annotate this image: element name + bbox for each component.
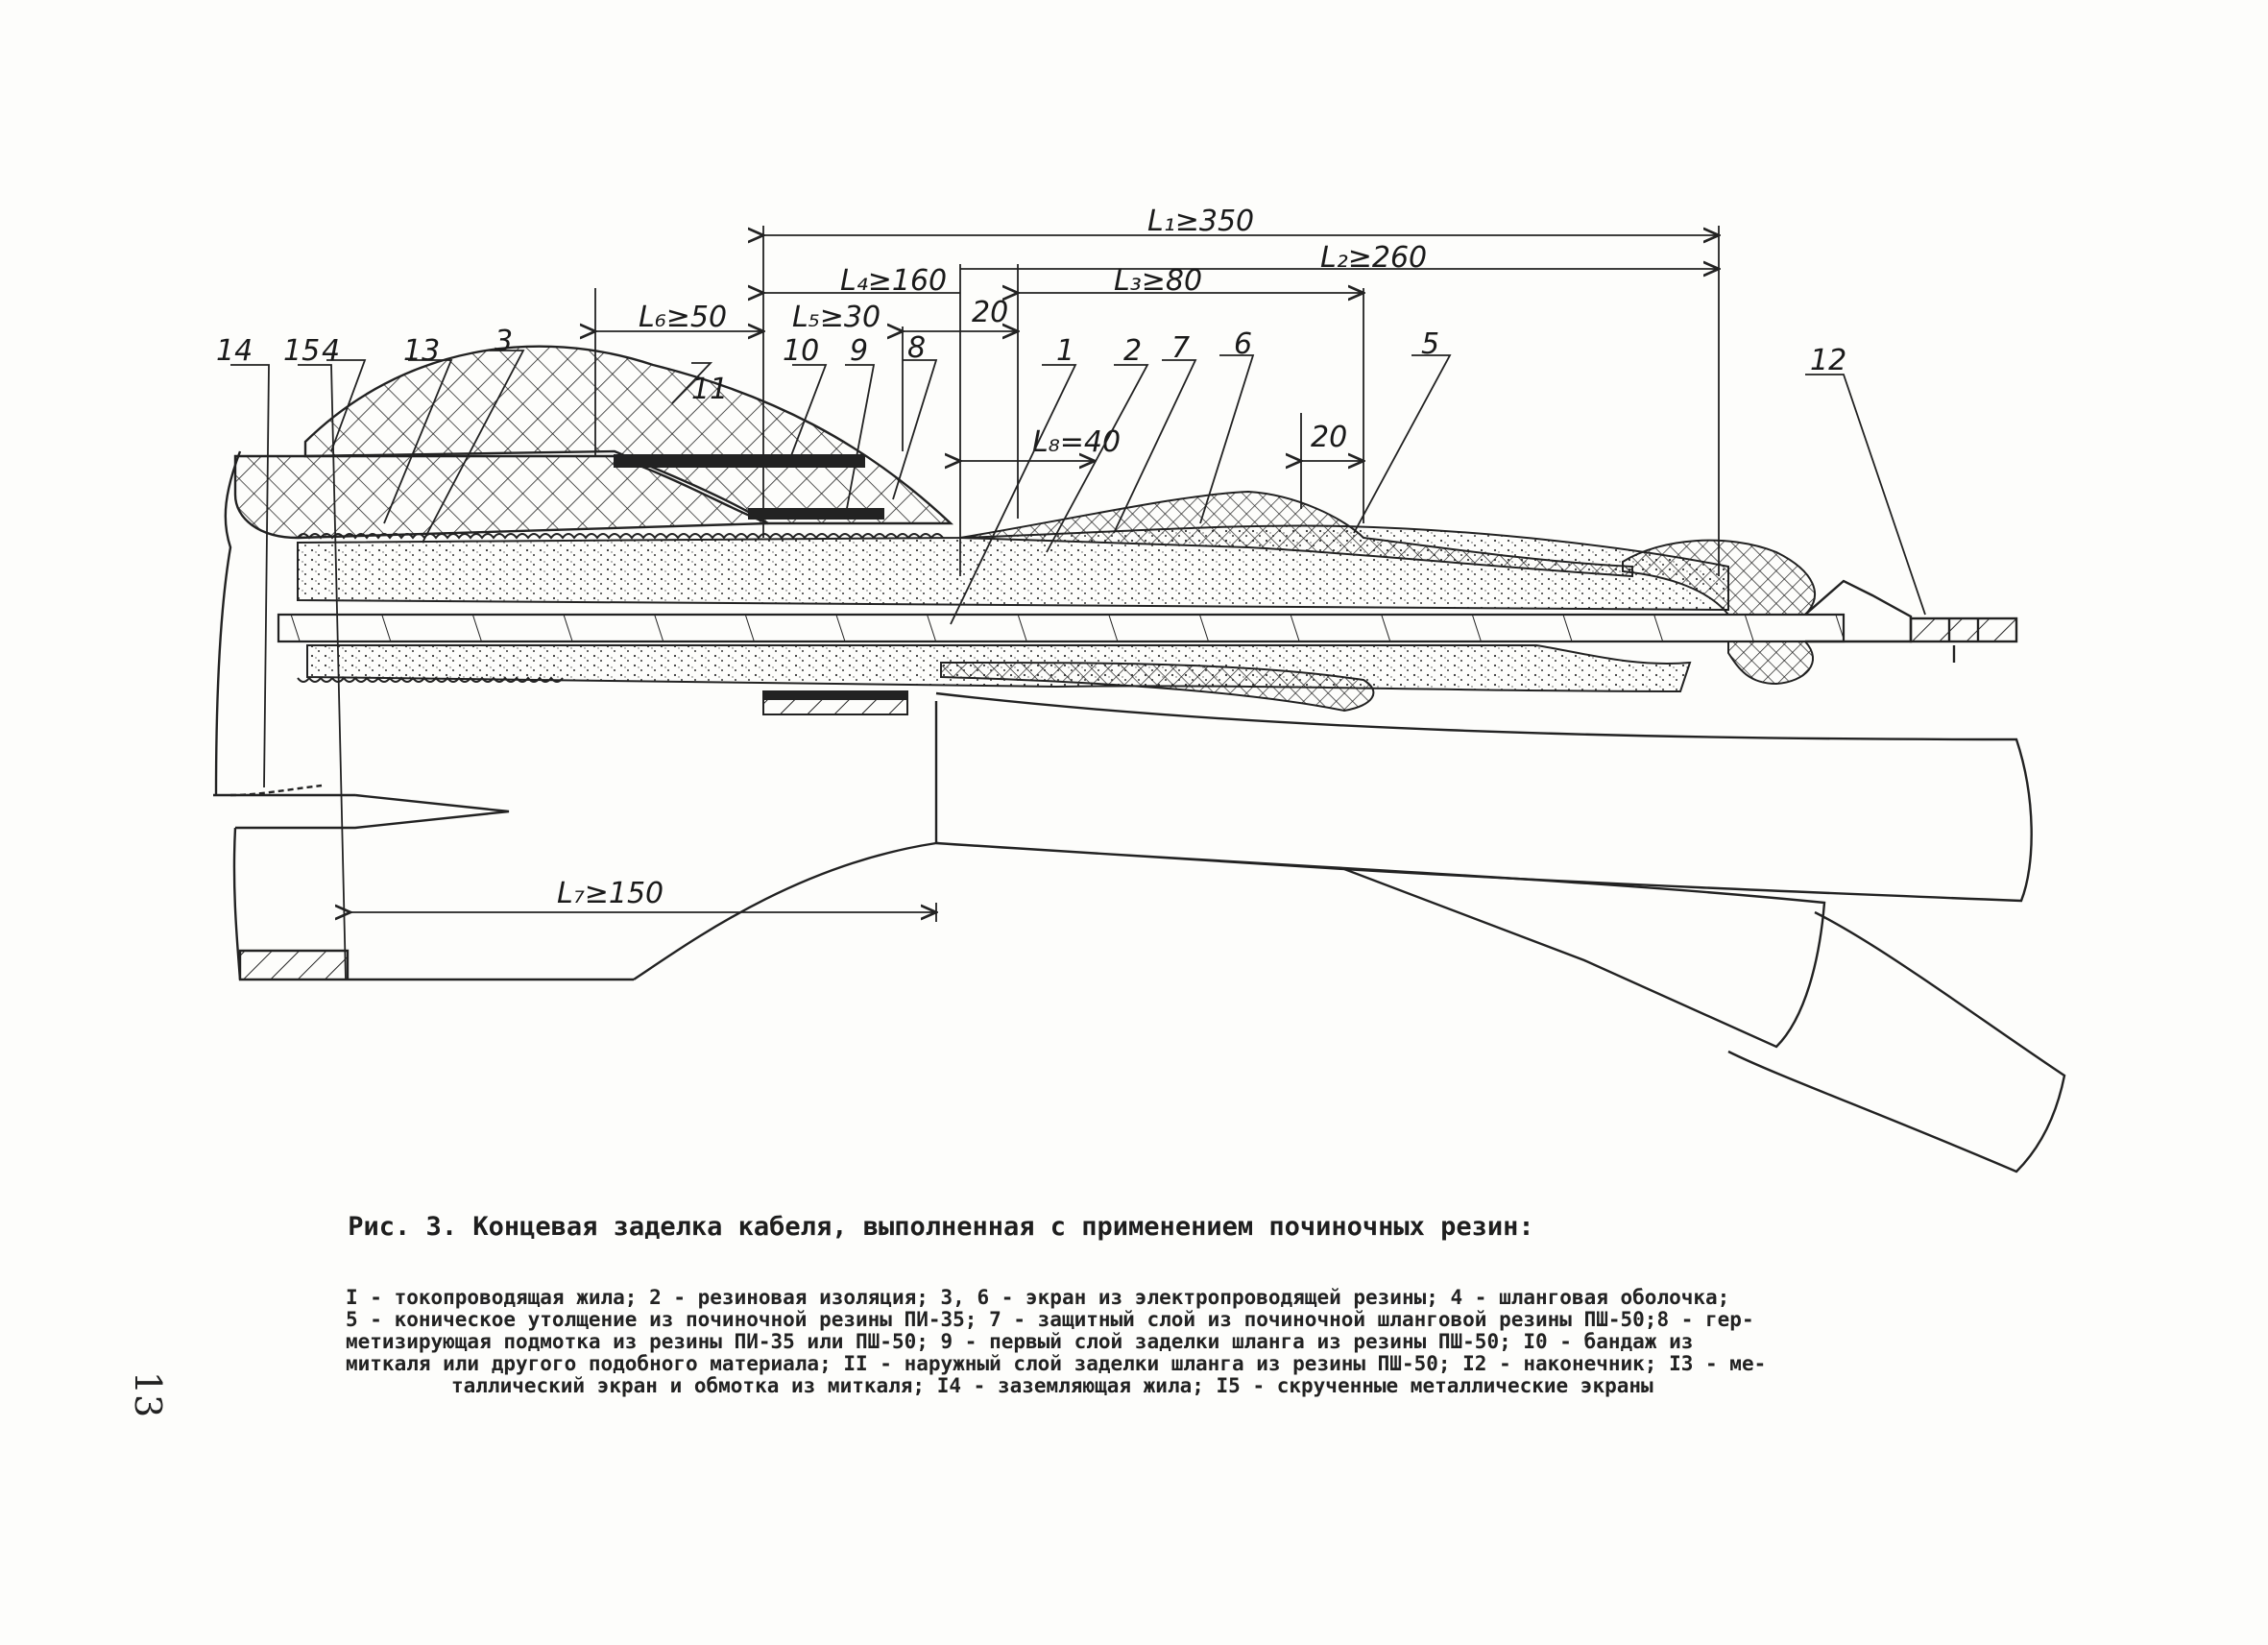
callout-15: 15 <box>283 334 320 368</box>
lower-protective-layer <box>940 661 1375 713</box>
sleeves-8-9-10 <box>614 454 908 715</box>
legend-line: метизирующая подмотка из резины ПИ-35 ил… <box>346 1330 1694 1353</box>
dim-L6: L₆≥50 <box>639 301 727 334</box>
legend-line: таллический экран и обмотка из миткаля; … <box>451 1374 1653 1397</box>
callout-2: 2 <box>1123 334 1142 368</box>
dim-L2: L₂≥260 <box>1320 241 1427 275</box>
end-bulge <box>1622 539 1816 616</box>
dimension-lines <box>350 226 1719 922</box>
legend-line: миткаля или другого подобного материала;… <box>346 1352 1767 1375</box>
callout-leaders <box>230 350 1926 980</box>
dim-L7: L₇≥150 <box>557 877 664 910</box>
callout-1: 1 <box>1056 334 1074 368</box>
callout-8: 8 <box>907 331 926 365</box>
callout-11: 11 <box>691 373 728 406</box>
legend-line: I - токопроводящая жила; 2 - резиновая и… <box>346 1286 1730 1309</box>
dim-L8: L₈=40 <box>1032 425 1121 459</box>
callout-7: 7 <box>1171 331 1190 365</box>
end-bulge-lower <box>1727 641 1815 686</box>
figure-caption: Рис. 3. Концевая заделка кабеля, выполне… <box>348 1212 1534 1242</box>
dim-L5: L₅≥30 <box>792 301 881 334</box>
callout-4: 4 <box>322 334 340 368</box>
callout-5: 5 <box>1421 327 1439 361</box>
callout-13: 13 <box>403 334 440 368</box>
cable-lug-12 <box>1804 579 2018 663</box>
page-number: 13 <box>127 1370 170 1418</box>
callout-6: 6 <box>1234 327 1252 361</box>
callout-9: 9 <box>850 334 868 368</box>
left-cable-stub <box>213 450 634 981</box>
outer-sealing-dome-11 <box>303 345 954 525</box>
dim-L3: L₃≥80 <box>1114 264 1202 298</box>
dim-20-left: 20 <box>972 296 1008 329</box>
callout-10: 10 <box>783 334 819 368</box>
dim-20-right: 20 <box>1311 421 1347 454</box>
callout-3: 3 <box>495 325 513 358</box>
callout-12: 12 <box>1810 344 1846 377</box>
figure-legend: I - токопроводящая жила; 2 - резиновая и… <box>346 1287 1920 1397</box>
lower-cable-body <box>633 691 2066 1173</box>
conical-thickening-5 <box>959 490 1633 578</box>
dim-L4: L₄≥160 <box>840 264 947 298</box>
metallic-screen-13 <box>297 533 944 683</box>
legend-line: 5 - коническое утолщение из починочной р… <box>346 1308 1754 1331</box>
conductor-1 <box>277 613 1846 643</box>
dim-L1: L₁≥350 <box>1147 205 1254 238</box>
callout-14: 14 <box>216 334 253 368</box>
